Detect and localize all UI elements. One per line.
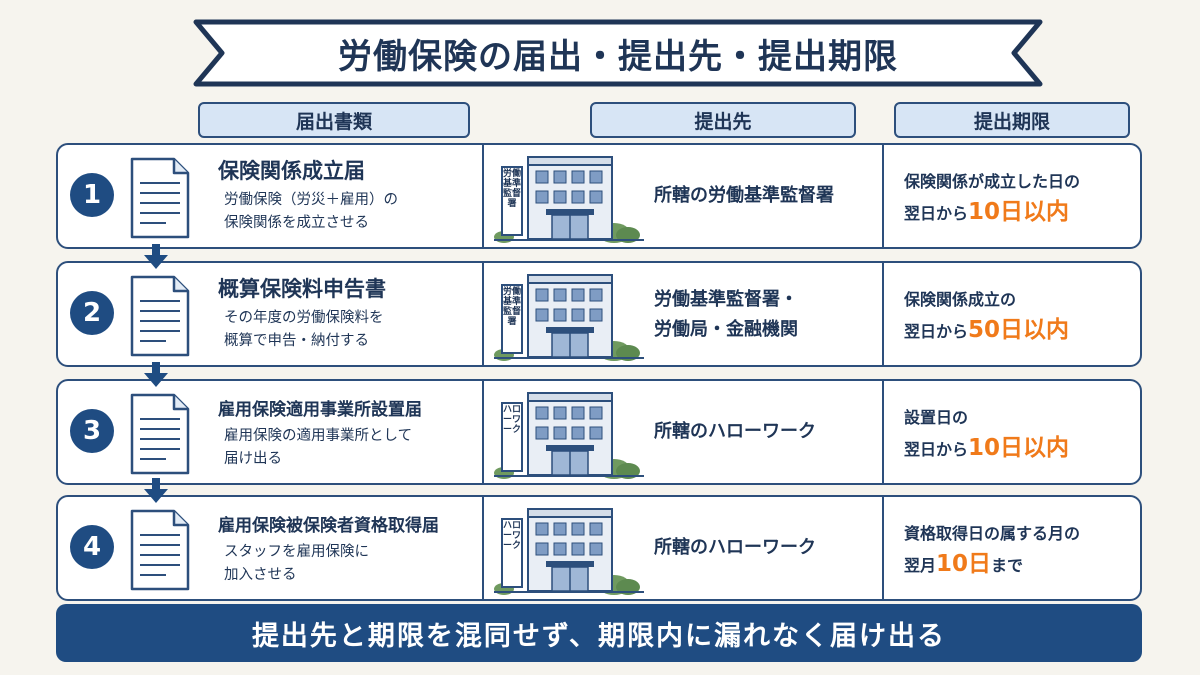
form-row: 1 保険関係成立届 労働保険（労災＋雇用）の保険関係を成立させる: [56, 143, 1142, 249]
column-divider: [882, 381, 884, 483]
down-arrow-icon: [144, 478, 168, 503]
submission-deadline: 資格取得日の属する月の 翌月10日まで: [904, 519, 1138, 581]
building-icon: [494, 392, 644, 479]
submission-office: 所轄のハローワーク: [654, 421, 816, 442]
form-title: 保険関係成立届: [218, 159, 365, 183]
header-document: 届出書類: [198, 102, 470, 138]
deadline-line2: 翌月10日まで: [904, 549, 1138, 581]
title-banner: 労働保険の届出・提出先・提出期限: [192, 18, 1044, 88]
submission-deadline: 設置日の 翌日から10日以内: [904, 403, 1138, 465]
footer-message: 提出先と期限を混同せず、期限内に漏れなく届け出る: [56, 604, 1142, 662]
down-arrow-icon: [144, 244, 168, 269]
deadline-line2: 翌日から50日以内: [904, 315, 1138, 347]
column-divider: [482, 381, 484, 483]
building-sign-text: ハローワーク: [502, 521, 521, 551]
form-title: 雇用保険被保険者資格取得届: [218, 516, 439, 536]
deadline-line1: 保険関係成立の: [904, 290, 1017, 309]
header-deadline: 提出期限: [894, 102, 1130, 138]
submission-office: 所轄のハローワーク: [654, 537, 816, 558]
building-icon: [494, 274, 644, 361]
column-divider: [882, 497, 884, 599]
submission-deadline: 保険関係が成立した日の 翌日から10日以内: [904, 167, 1138, 229]
submission-deadline: 保険関係成立の 翌日から50日以内: [904, 285, 1138, 347]
deadline-line2: 翌日から10日以内: [904, 197, 1138, 229]
deadline-line1: 資格取得日の属する月の: [904, 524, 1081, 543]
step-number: 1: [70, 173, 114, 217]
deadline-line2: 翌日から10日以内: [904, 433, 1138, 465]
column-divider: [482, 263, 484, 365]
form-description: スタッフを雇用保険に加入させる: [224, 544, 369, 583]
header-office: 提出先: [590, 102, 856, 138]
deadline-prefix: 翌月: [904, 556, 937, 575]
down-arrow-icon: [144, 362, 168, 387]
column-divider: [482, 497, 484, 599]
submission-office: 労働基準監督署・労働局・金融機関: [654, 289, 798, 340]
step-number: 2: [70, 291, 114, 335]
form-description: 雇用保険の適用事業所として届け出る: [224, 428, 413, 467]
form-row: 2 概算保険料申告書 その年度の労働保険料を概算で申告・納付する: [56, 261, 1142, 367]
building-sign-text: 労働基準監督署: [502, 287, 521, 327]
deadline-prefix: 翌日から: [904, 322, 969, 341]
step-number: 3: [70, 409, 114, 453]
column-divider: [882, 145, 884, 247]
deadline-suffix: まで: [991, 556, 1024, 575]
form-title: 概算保険料申告書: [218, 277, 386, 301]
form-title: 雇用保険適用事業所設置届: [218, 400, 422, 420]
form-row: 3 雇用保険適用事業所設置届 雇用保険の適用事業所として届け出る: [56, 379, 1142, 485]
submission-office: 所轄の労働基準監督署: [654, 185, 834, 206]
column-divider: [882, 263, 884, 365]
ribbon-shape: [193, 19, 1043, 87]
building-sign-text: ハローワーク: [502, 405, 521, 435]
building-icon: [494, 156, 644, 243]
form-description: 労働保険（労災＋雇用）の保険関係を成立させる: [224, 192, 398, 231]
deadline-highlight: 50日以内: [968, 317, 1070, 343]
step-number: 4: [70, 525, 114, 569]
deadline-line1: 保険関係が成立した日の: [904, 172, 1081, 191]
deadline-highlight: 10日: [936, 551, 992, 577]
document-icon: [130, 393, 190, 475]
building-sign-text: 労働基準監督署: [502, 169, 521, 209]
page-title: 労働保険の届出・提出先・提出期限: [338, 36, 898, 77]
column-divider: [482, 145, 484, 247]
deadline-line1: 設置日の: [904, 408, 969, 427]
deadline-prefix: 翌日から: [904, 204, 969, 223]
building-icon: [494, 508, 644, 595]
deadline-prefix: 翌日から: [904, 440, 969, 459]
document-icon: [130, 275, 190, 357]
form-row: 4 雇用保険被保険者資格取得届 スタッフを雇用保険に加入させる: [56, 495, 1142, 601]
document-icon: [130, 509, 190, 591]
form-description: その年度の労働保険料を概算で申告・納付する: [224, 310, 384, 349]
deadline-highlight: 10日以内: [968, 199, 1070, 225]
deadline-highlight: 10日以内: [968, 435, 1070, 461]
document-icon: [130, 157, 190, 239]
